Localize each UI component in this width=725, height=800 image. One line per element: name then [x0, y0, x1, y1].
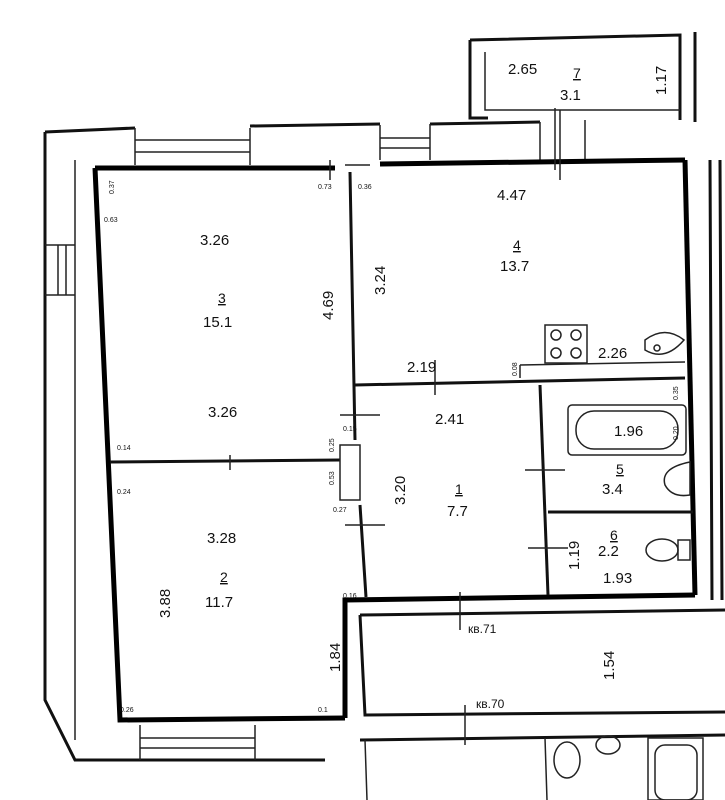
- mark-037: 0.37: [109, 180, 116, 194]
- kitchen-sink-icon: [644, 331, 686, 355]
- room-3-number: 3: [218, 290, 226, 306]
- mark-016: 0.16: [343, 593, 357, 600]
- room-4-number: 4: [513, 237, 521, 253]
- room-1-width: 2.41: [435, 411, 464, 428]
- mark-036: 0.36: [358, 184, 372, 191]
- room-2-width: 3.28: [207, 530, 236, 547]
- room-6-area: 2.2: [598, 543, 619, 560]
- apartment-label-upper: кв.71: [468, 622, 497, 636]
- mark-027: 0.27: [333, 507, 347, 514]
- neighbor-sink-icon: [595, 735, 621, 755]
- room-6-width: 1.93: [603, 570, 632, 587]
- room-1-top-dim: 2.19: [407, 359, 436, 376]
- toilet-icon: [645, 538, 691, 562]
- corridor-dim: 1.54: [601, 651, 618, 680]
- room-7-number: 7: [573, 65, 581, 81]
- room-2-number: 2: [220, 569, 228, 585]
- room-5-area: 3.4: [602, 481, 623, 498]
- mark-073: 0.73: [318, 184, 332, 191]
- mark-035: 0.35: [673, 386, 680, 400]
- interior-walls: [109, 171, 693, 598]
- room-1-height: 3.20: [392, 476, 409, 505]
- mark-020: 0.20: [673, 426, 680, 440]
- room-4-width: 4.47: [497, 187, 526, 204]
- mark-014: 0.14: [117, 445, 131, 452]
- mark-01: 0.1: [318, 707, 328, 714]
- room-7-width: 2.65: [508, 61, 537, 78]
- dimension-ticks: [229, 108, 561, 470]
- room-4-height: 3.24: [372, 266, 389, 295]
- stove-icon: [544, 324, 588, 364]
- mark-015: 0.15: [343, 426, 357, 433]
- right-edge-walls: [708, 159, 724, 601]
- room-2-area: 11.7: [205, 594, 233, 611]
- room-5-bathtub-dim: 1.96: [614, 423, 643, 440]
- bathtub-icon: [567, 404, 687, 456]
- room-1-area: 7.7: [447, 503, 468, 520]
- mark-024: 0.24: [117, 489, 131, 496]
- kitchen-counter: [519, 361, 686, 378]
- room-3-area: 15.1: [203, 314, 232, 331]
- room-7-block: [468, 32, 697, 122]
- room-4-area: 13.7: [500, 258, 529, 275]
- apartment-label-lower: кв.70: [476, 697, 505, 711]
- room-7-area: 3.1: [560, 87, 581, 104]
- room-3-height: 4.69: [320, 291, 337, 320]
- room-5-number: 5: [616, 461, 624, 477]
- corridor: [358, 592, 725, 800]
- room-7-side-dim: 1.17: [653, 66, 670, 95]
- apartment-perimeter: [92, 157, 698, 723]
- room-2-side-dim: 1.84: [327, 643, 344, 672]
- mark-026: 0.26: [120, 707, 134, 714]
- mark-008: 0.08: [512, 362, 519, 376]
- room-6-height: 1.19: [566, 541, 583, 570]
- mark-025: 0.25: [329, 438, 336, 452]
- outer-walls: [43, 120, 586, 762]
- room-2-height: 3.88: [157, 589, 174, 618]
- mark-063: 0.63: [104, 217, 118, 224]
- room-3-width-bottom: 3.26: [208, 404, 237, 421]
- room-1-number: 1: [455, 481, 463, 497]
- room-6-number: 6: [610, 527, 618, 543]
- room-3-width-top: 3.26: [200, 232, 229, 249]
- neighbor-toilet-icon: [553, 741, 581, 779]
- bathroom-sink-icon: [663, 461, 691, 497]
- room-4-sink-dim: 2.26: [598, 345, 627, 362]
- mark-053: 0.53: [329, 471, 336, 485]
